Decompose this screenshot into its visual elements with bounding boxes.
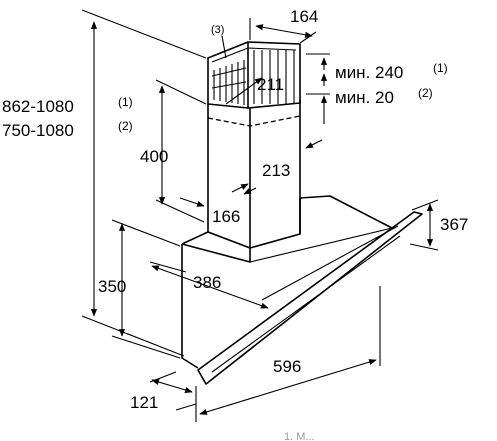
label-hood-width: 596 <box>273 357 301 376</box>
label-min-top: мин. 240 <box>335 63 403 82</box>
label-chimney-depth: 213 <box>262 161 290 180</box>
label-range-1-ref: (1) <box>118 95 133 109</box>
label-hood-depth: 386 <box>193 273 221 292</box>
label-chimney-front: 166 <box>212 207 240 226</box>
label-range-2-ref: (2) <box>118 119 133 133</box>
label-min-gap-ref: (2) <box>418 86 433 100</box>
label-glass-height: 367 <box>440 215 468 234</box>
label-body-height: 350 <box>98 277 126 296</box>
label-chimney-inner: 211 <box>257 75 284 94</box>
label-min-gap: мин. 20 <box>335 88 394 107</box>
label-note-3: (3) <box>211 24 224 36</box>
label-chimney-height: 400 <box>140 147 168 166</box>
label-chimney-width: 164 <box>290 7 318 26</box>
label-foot-depth: 121 <box>130 393 158 412</box>
dimension-lines <box>81 9 439 422</box>
label-range-1: 862-1080 <box>2 97 74 116</box>
upper-chimney <box>207 41 301 109</box>
label-min-top-ref: (1) <box>433 61 448 75</box>
glass-panel <box>197 211 423 385</box>
label-range-2: 750-1080 <box>2 121 74 140</box>
hood-body <box>181 195 393 369</box>
label-footnote: 1. М... <box>284 431 315 441</box>
